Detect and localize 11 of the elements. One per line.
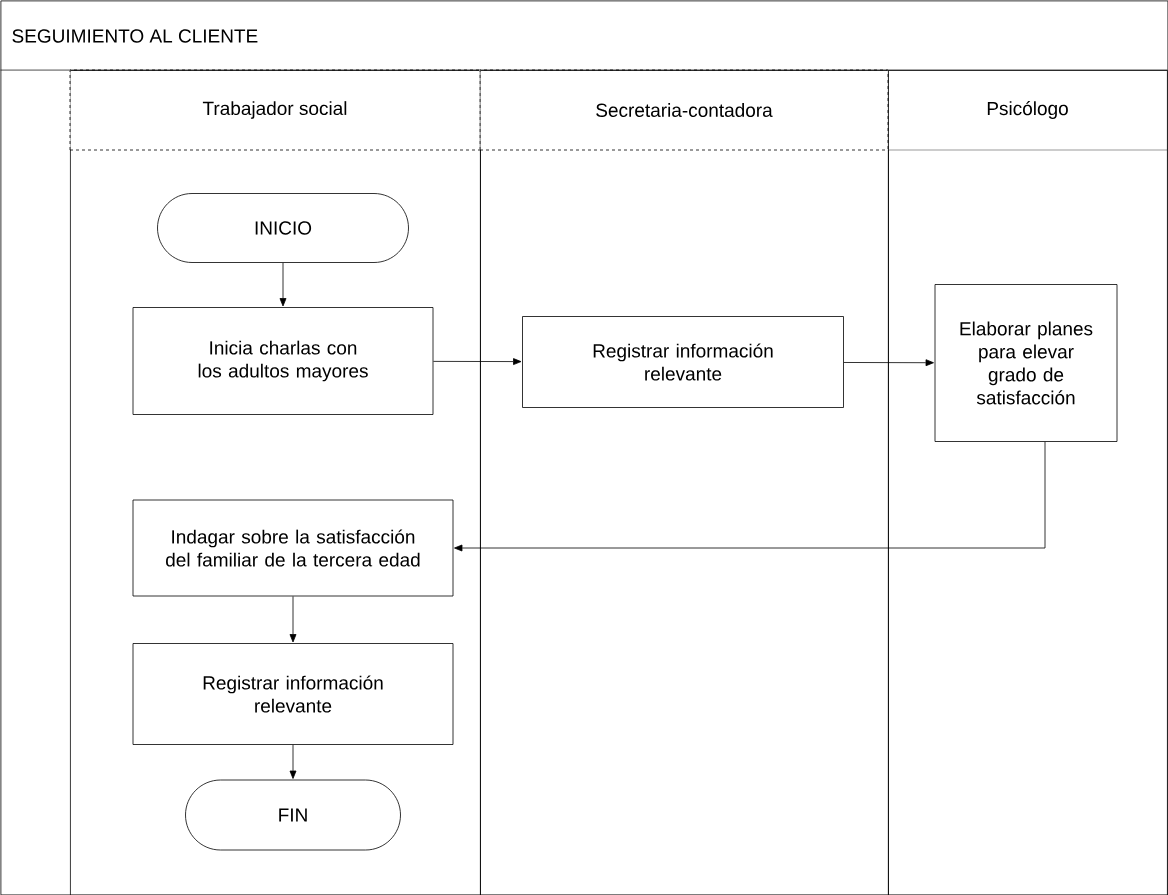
process-box: Elaborar planes para elevar grado de satisfacción <box>934 284 1118 442</box>
arrow <box>289 596 297 643</box>
arrow <box>289 744 297 779</box>
arrow <box>279 262 287 307</box>
arrow <box>433 358 522 365</box>
arrow <box>843 359 934 367</box>
process-box: Inicia charlas con los adultos mayores <box>132 307 434 415</box>
process-box: Registrar información relevante <box>132 643 454 745</box>
process-box: Registrar información relevante <box>522 316 844 408</box>
arrow <box>454 441 1046 552</box>
process-box: Indagar sobre la satisfacción del familiar de la tercera edad <box>132 499 454 597</box>
